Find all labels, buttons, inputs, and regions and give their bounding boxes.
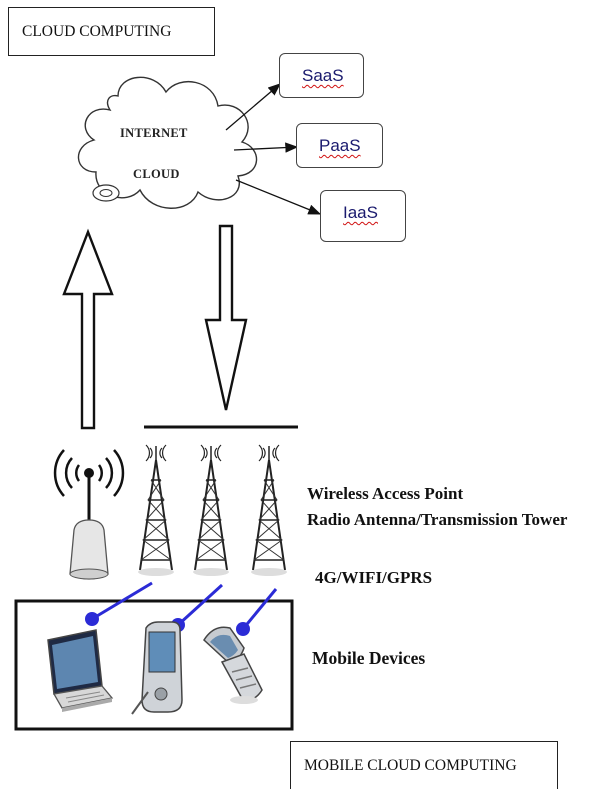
network-type-label: 4G/WIFI/GPRS: [315, 568, 433, 587]
transmission-tower-icon-2: [193, 444, 229, 576]
pda-icon: [131, 621, 183, 715]
iaas-box: IaaS: [320, 190, 406, 242]
laptop-icon: [47, 629, 114, 712]
mobile-cloud-computing-title: MOBILE CLOUD COMPUTING: [290, 741, 558, 789]
saas-label: SaaS: [302, 66, 344, 85]
iaas-label: IaaS: [343, 203, 378, 222]
wireless-access-point-icon: [53, 449, 125, 580]
flip-phone-icon: [203, 626, 263, 704]
transmission-tower-icon-3: [251, 444, 287, 576]
mobile-devices-label: Mobile Devices: [312, 648, 426, 668]
arrow-to-iaas: [235, 179, 322, 215]
arrow-to-saas: [225, 83, 281, 131]
arrow-to-paas: [233, 142, 299, 153]
mobile-cloud-computing-title-text: MOBILE CLOUD COMPUTING: [304, 756, 517, 774]
cloud-computing-title: CLOUD COMPUTING: [8, 7, 215, 56]
wireless-access-point-label: Wireless Access Point: [307, 484, 464, 503]
cloud-computing-title-text: CLOUD COMPUTING: [22, 22, 172, 40]
downlink-arrow: [204, 224, 248, 411]
paas-box: PaaS: [296, 123, 383, 168]
transmission-tower-icon-1: [138, 444, 174, 576]
transmission-tower-label: Radio Antenna/Transmission Tower: [307, 510, 568, 529]
saas-box: SaaS: [279, 53, 364, 98]
paas-label: PaaS: [319, 136, 361, 155]
cloud-label-line2: CLOUD: [133, 167, 180, 181]
cloud-label-line1: INTERNET: [120, 126, 188, 140]
internet-cloud: [77, 76, 258, 209]
uplink-arrow: [62, 228, 114, 430]
